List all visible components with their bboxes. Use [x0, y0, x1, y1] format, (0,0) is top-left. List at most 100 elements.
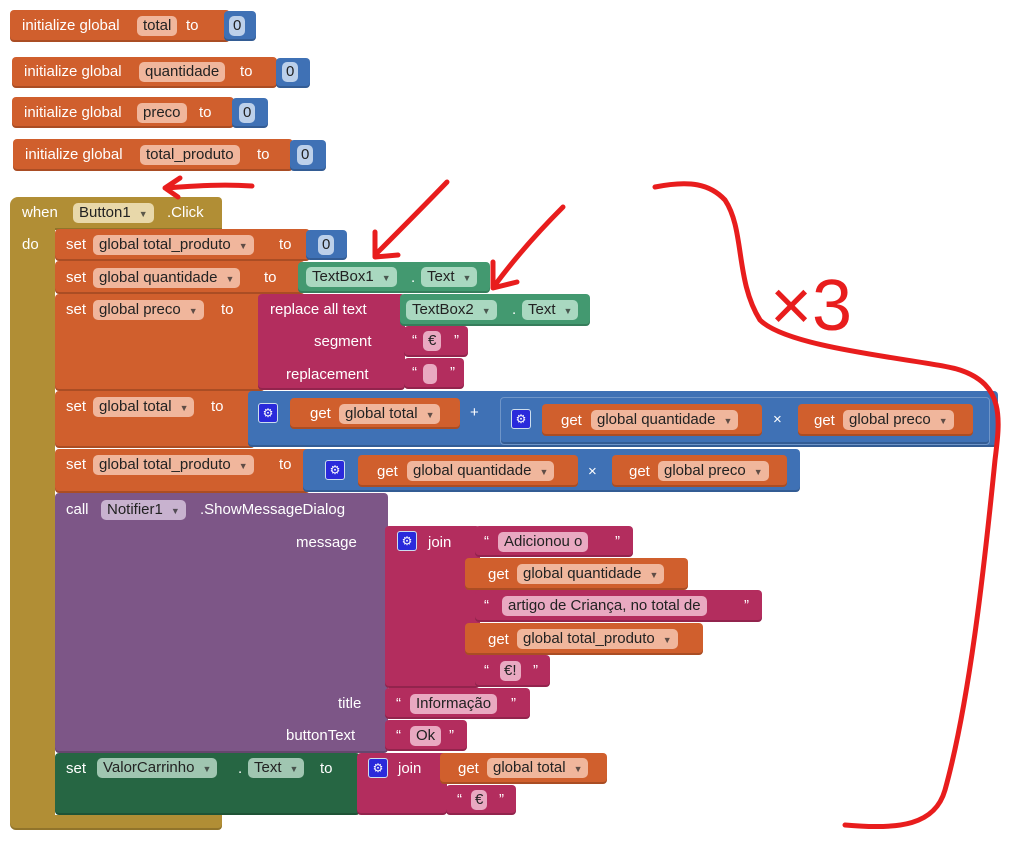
arrow-to-textbox1-icon: [372, 179, 450, 260]
number-value[interactable]: 0: [229, 16, 246, 36]
component-dropdown[interactable]: Notifier1▼: [101, 500, 186, 520]
to-label: to: [221, 301, 234, 318]
var-name: global quantidade: [597, 411, 716, 428]
string-value[interactable]: Informação: [410, 694, 498, 714]
var-dropdown[interactable]: global preco ▼: [93, 300, 204, 320]
var-dropdown[interactable]: global total_produto ▼: [93, 235, 254, 255]
var-name[interactable]: total: [137, 16, 178, 36]
set-label: set: [66, 269, 87, 286]
property-dropdown[interactable]: Text▼: [522, 300, 579, 320]
var-dropdown[interactable]: global total_produto▼: [517, 629, 678, 649]
var-name: global total: [493, 759, 566, 776]
var-dropdown[interactable]: global total ▼: [93, 397, 195, 417]
component-name: TextBox2: [412, 301, 474, 318]
number-value[interactable]: 0: [282, 62, 299, 82]
property-dropdown[interactable]: Text▼: [421, 267, 478, 287]
string-value[interactable]: €: [471, 790, 488, 810]
var-dropdown[interactable]: global preco▼: [843, 410, 954, 430]
set-label: set: [66, 236, 87, 253]
string-value[interactable]: Adicionou o: [498, 532, 589, 552]
join-label: join: [428, 534, 452, 551]
number-value[interactable]: 0: [239, 103, 256, 123]
to-label: to: [257, 146, 270, 163]
property-dropdown[interactable]: Text▼: [248, 758, 305, 778]
component-dropdown[interactable]: TextBox2 ▼: [406, 300, 497, 320]
dropdown-arrow-icon: ▼: [425, 410, 435, 420]
join-label: join: [398, 760, 422, 777]
var-dropdown[interactable]: global quantidade▼: [93, 268, 241, 288]
var-name: global preco: [99, 301, 181, 318]
init-label: initialize global: [24, 104, 122, 121]
dropdown-arrow-icon: ▼: [573, 764, 583, 774]
dropdown-arrow-icon: ▼: [481, 306, 491, 316]
var-name: global total_produto: [99, 456, 231, 473]
to-label: to: [279, 236, 292, 253]
do-label: do: [22, 236, 39, 253]
dropdown-arrow-icon: ▼: [179, 403, 189, 413]
when-label: when: [22, 204, 58, 221]
var-dropdown[interactable]: global total ▼: [487, 758, 589, 778]
var-name: global total: [99, 398, 172, 415]
component-name: ValorCarrinho: [103, 759, 195, 776]
dropdown-arrow-icon: ▼: [462, 273, 472, 283]
string-value[interactable]: artigo de Criança, no total de: [502, 596, 707, 616]
dot: .: [238, 760, 243, 777]
segment-label: segment: [314, 333, 372, 350]
times-operator: ×: [773, 411, 782, 428]
dropdown-arrow-icon: ▼: [138, 209, 148, 219]
arrow-to-event-icon: [162, 175, 255, 200]
get-label: get: [629, 463, 650, 480]
dropdown-arrow-icon: ▼: [188, 306, 198, 316]
component-name: Button1: [79, 204, 131, 221]
dropdown-arrow-icon: ▼: [753, 467, 763, 477]
number-value[interactable]: 0: [318, 235, 335, 255]
dot: .: [411, 269, 416, 286]
var-name[interactable]: preco: [137, 103, 187, 123]
dropdown-arrow-icon: ▼: [539, 467, 549, 477]
gear-icon[interactable]: ⚙: [511, 409, 531, 429]
number-value[interactable]: 0: [297, 145, 314, 165]
get-label: get: [488, 566, 509, 583]
dot: .: [512, 301, 517, 318]
message-label: message: [296, 534, 357, 551]
var-name: global quantidade: [99, 269, 218, 286]
string-value[interactable]: Ok: [410, 726, 442, 746]
gear-icon[interactable]: ⚙: [258, 403, 278, 423]
gear-icon[interactable]: ⚙: [368, 758, 388, 778]
var-name: global total_produto: [523, 630, 655, 647]
var-name: global quantidade: [523, 565, 642, 582]
var-name: global total_produto: [99, 236, 231, 253]
var-dropdown[interactable]: global preco▼: [658, 461, 769, 481]
var-dropdown[interactable]: global quantidade ▼: [591, 410, 739, 430]
bracket-icon: [652, 181, 1001, 830]
gear-icon[interactable]: ⚙: [397, 531, 417, 551]
gear-icon[interactable]: ⚙: [325, 460, 345, 480]
get-label: get: [814, 412, 835, 429]
component-dropdown[interactable]: TextBox1▼: [306, 267, 397, 287]
var-dropdown[interactable]: global total ▼: [339, 404, 441, 424]
dropdown-arrow-icon: ▼: [289, 764, 299, 774]
dropdown-arrow-icon: ▼: [381, 273, 391, 283]
to-label: to: [240, 63, 253, 80]
var-dropdown[interactable]: global quantidade▼: [407, 461, 555, 481]
var-name[interactable]: total_produto: [140, 145, 240, 165]
var-dropdown[interactable]: global total_produto▼: [93, 455, 254, 475]
var-name: global total: [345, 405, 418, 422]
get-label: get: [310, 405, 331, 422]
string-value[interactable]: [423, 364, 437, 384]
method-name: .ShowMessageDialog: [200, 501, 346, 518]
component-dropdown[interactable]: Button1 ▼: [73, 203, 154, 223]
to-label: to: [279, 456, 292, 473]
component-dropdown[interactable]: ValorCarrinho▼: [97, 758, 218, 778]
string-value[interactable]: €!: [500, 661, 521, 681]
var-dropdown[interactable]: global quantidade▼: [517, 564, 665, 584]
string-value[interactable]: €: [423, 331, 442, 351]
dropdown-arrow-icon: ▼: [723, 416, 733, 426]
to-label: to: [320, 760, 333, 777]
var-name[interactable]: quantidade: [139, 62, 226, 82]
to-label: to: [199, 104, 212, 121]
title-label: title: [338, 695, 362, 712]
var-name: global preco: [849, 411, 931, 428]
dropdown-arrow-icon: ▼: [238, 241, 248, 251]
